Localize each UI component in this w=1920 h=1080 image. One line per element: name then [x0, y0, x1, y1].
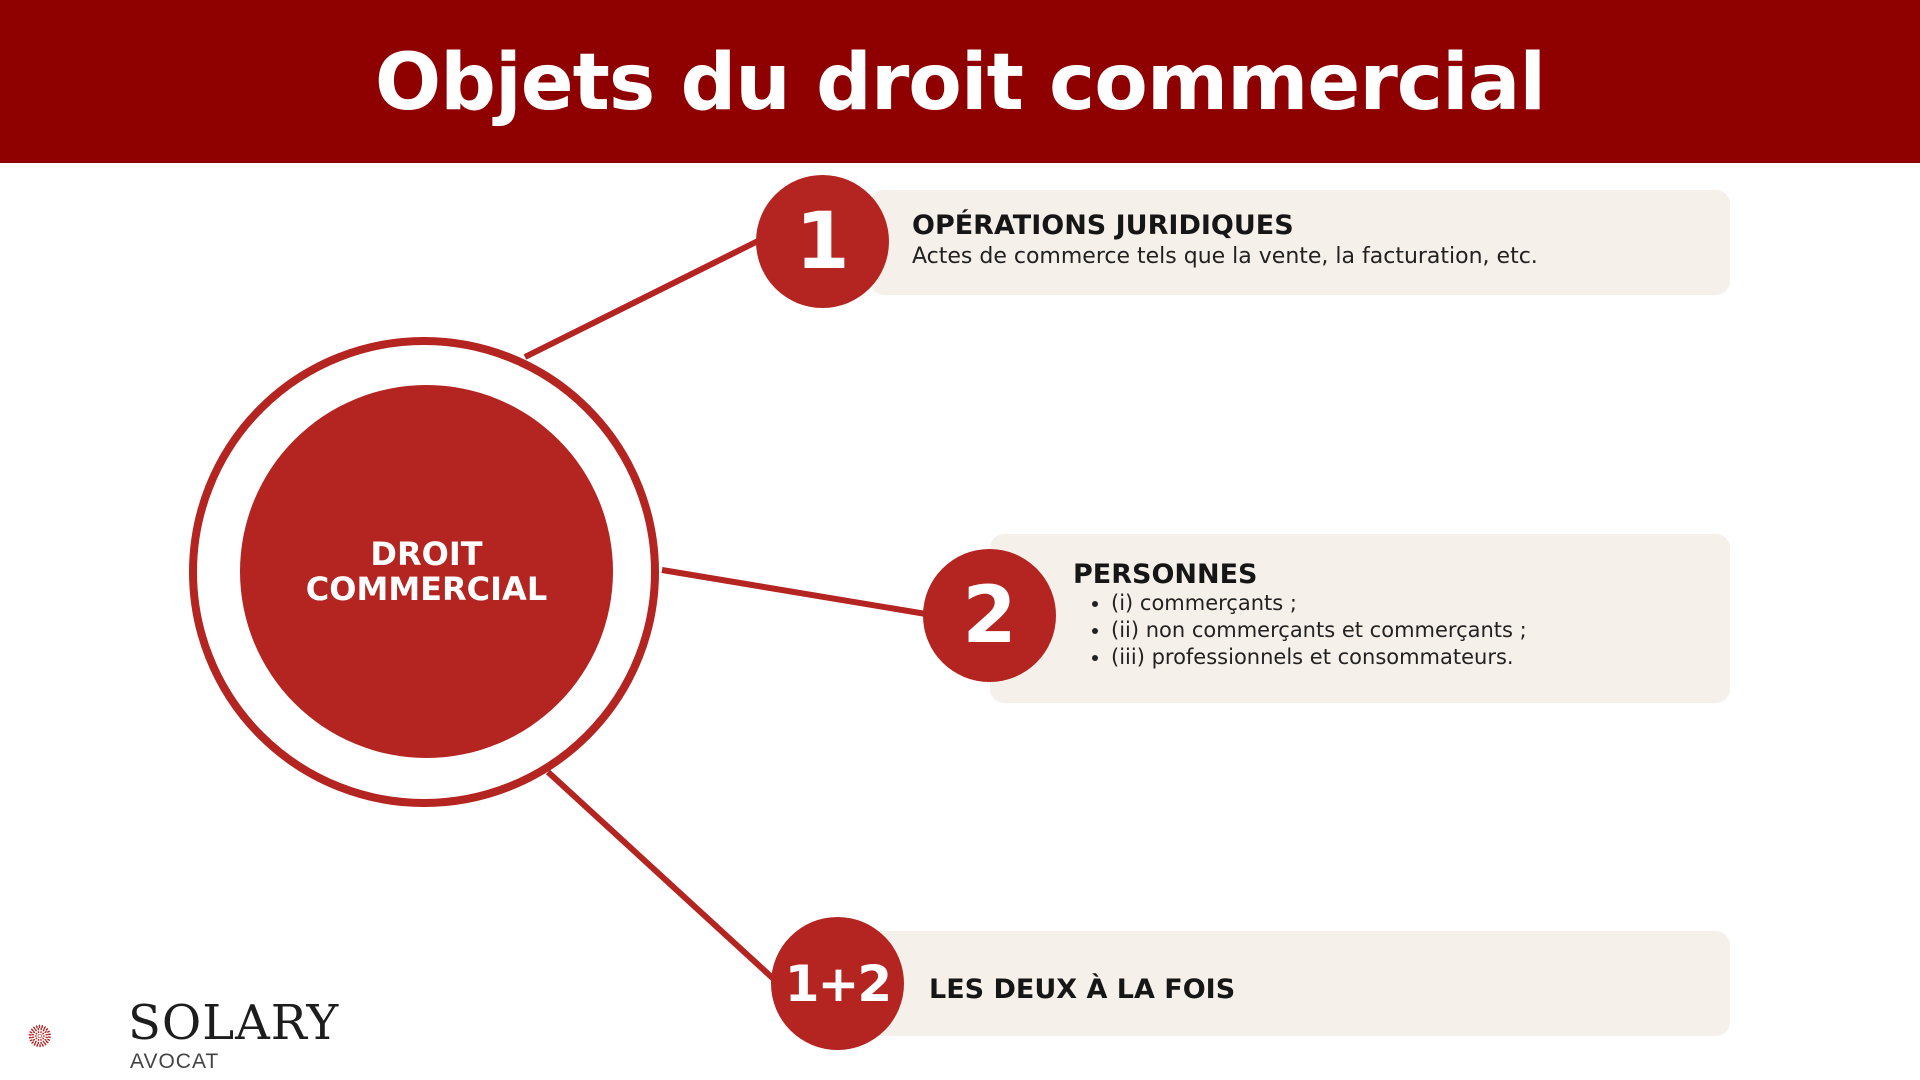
- connector-1: [523, 237, 762, 360]
- connector-2: [661, 567, 927, 617]
- logo-subtitle: AVOCAT: [130, 1050, 220, 1073]
- item-bullets-2: (i) commerçants ; (ii) non commerçants e…: [1083, 590, 1527, 671]
- item-title-3: LES DEUX À LA FOIS: [929, 974, 1236, 1005]
- page-title: Objets du droit commercial: [374, 37, 1546, 128]
- center-label-line2: COMMERCIAL: [305, 569, 548, 608]
- header-banner: Objets du droit commercial: [0, 0, 1920, 163]
- center-label-line1: DROIT: [370, 534, 483, 573]
- item-number-1: 1: [756, 175, 889, 308]
- item-number-2: 2: [923, 549, 1056, 682]
- connector-3: [545, 769, 781, 986]
- item-card-2: [990, 534, 1730, 703]
- center-node: DROIT COMMERCIAL: [240, 385, 613, 758]
- bullet-item: (ii) non commerçants et commerçants ;: [1111, 617, 1527, 644]
- bullet-item: (iii) professionnels et consommateurs.: [1111, 644, 1527, 671]
- item-description-1: Actes de commerce tels que la vente, la …: [912, 244, 1538, 269]
- bullet-item: (i) commerçants ;: [1111, 590, 1527, 617]
- item-number-3: 1+2: [771, 917, 904, 1050]
- item-title-1: OPÉRATIONS JURIDIQUES: [912, 210, 1294, 241]
- sunburst-icon: [28, 1024, 52, 1048]
- item-card-1: [870, 190, 1730, 295]
- item-title-2: PERSONNES: [1073, 559, 1258, 590]
- item-card-3: [860, 931, 1730, 1036]
- logo-name: SOLARY: [128, 995, 340, 1051]
